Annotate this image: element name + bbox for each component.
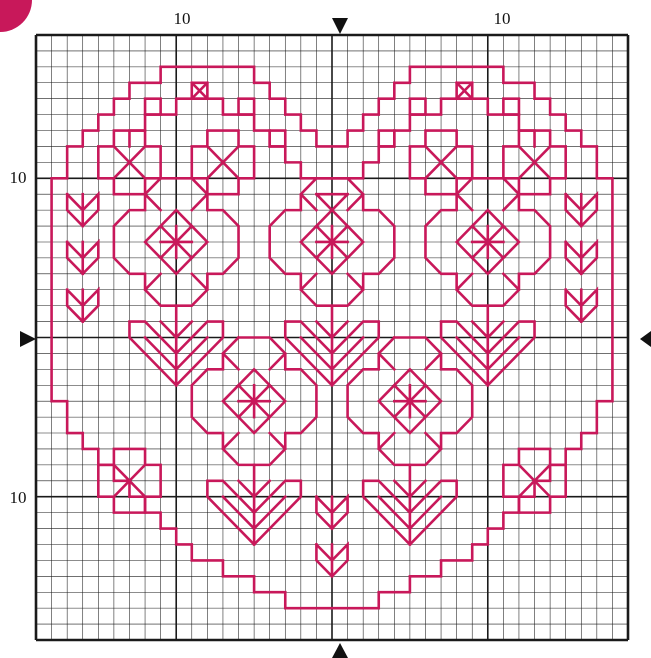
center-arrow-bottom (332, 643, 348, 658)
flower-motif (503, 274, 519, 290)
flower-motif (270, 433, 286, 449)
flower-motif (192, 194, 208, 210)
flower-motif (223, 433, 239, 449)
flower-motif (379, 433, 395, 449)
label-left-upper: 10 (10, 168, 27, 187)
flower-motif (145, 274, 161, 290)
flower-motif (145, 194, 161, 210)
small-box (410, 99, 426, 115)
small-box (239, 99, 255, 115)
label-top-left: 10 (174, 9, 191, 28)
flower-motif (192, 274, 208, 290)
leaf-fan (176, 322, 192, 338)
center-arrow-top (332, 18, 348, 34)
leaf-fan (332, 322, 348, 338)
leaf-fan (410, 481, 426, 497)
flower-motif (270, 353, 286, 369)
flower-motif (301, 274, 317, 290)
small-box (503, 99, 519, 115)
flower-motif (223, 353, 239, 369)
small-box (270, 131, 286, 147)
label-top-right: 10 (494, 9, 511, 28)
leaf-fan (394, 481, 410, 497)
small-box (145, 99, 161, 115)
leaf-fan (316, 322, 332, 338)
center-arrow-left (20, 331, 36, 347)
corner-badge (0, 0, 32, 32)
flower-motif (503, 194, 519, 210)
small-box (379, 131, 395, 147)
flower-motif (348, 194, 364, 210)
flower-motif (348, 274, 364, 290)
leaf-fan (488, 322, 504, 338)
center-arrow-right (640, 331, 651, 347)
flower-motif (301, 194, 317, 210)
flower-motif (425, 353, 441, 369)
flower-motif (457, 194, 473, 210)
flower-motif (425, 433, 441, 449)
leaf-fan (472, 322, 488, 338)
label-left-lower: 10 (10, 488, 27, 507)
flower-motif (457, 274, 473, 290)
leaf-fan (161, 322, 177, 338)
leaf-fan (254, 481, 270, 497)
flower-motif (379, 353, 395, 369)
leaf-fan (239, 481, 255, 497)
